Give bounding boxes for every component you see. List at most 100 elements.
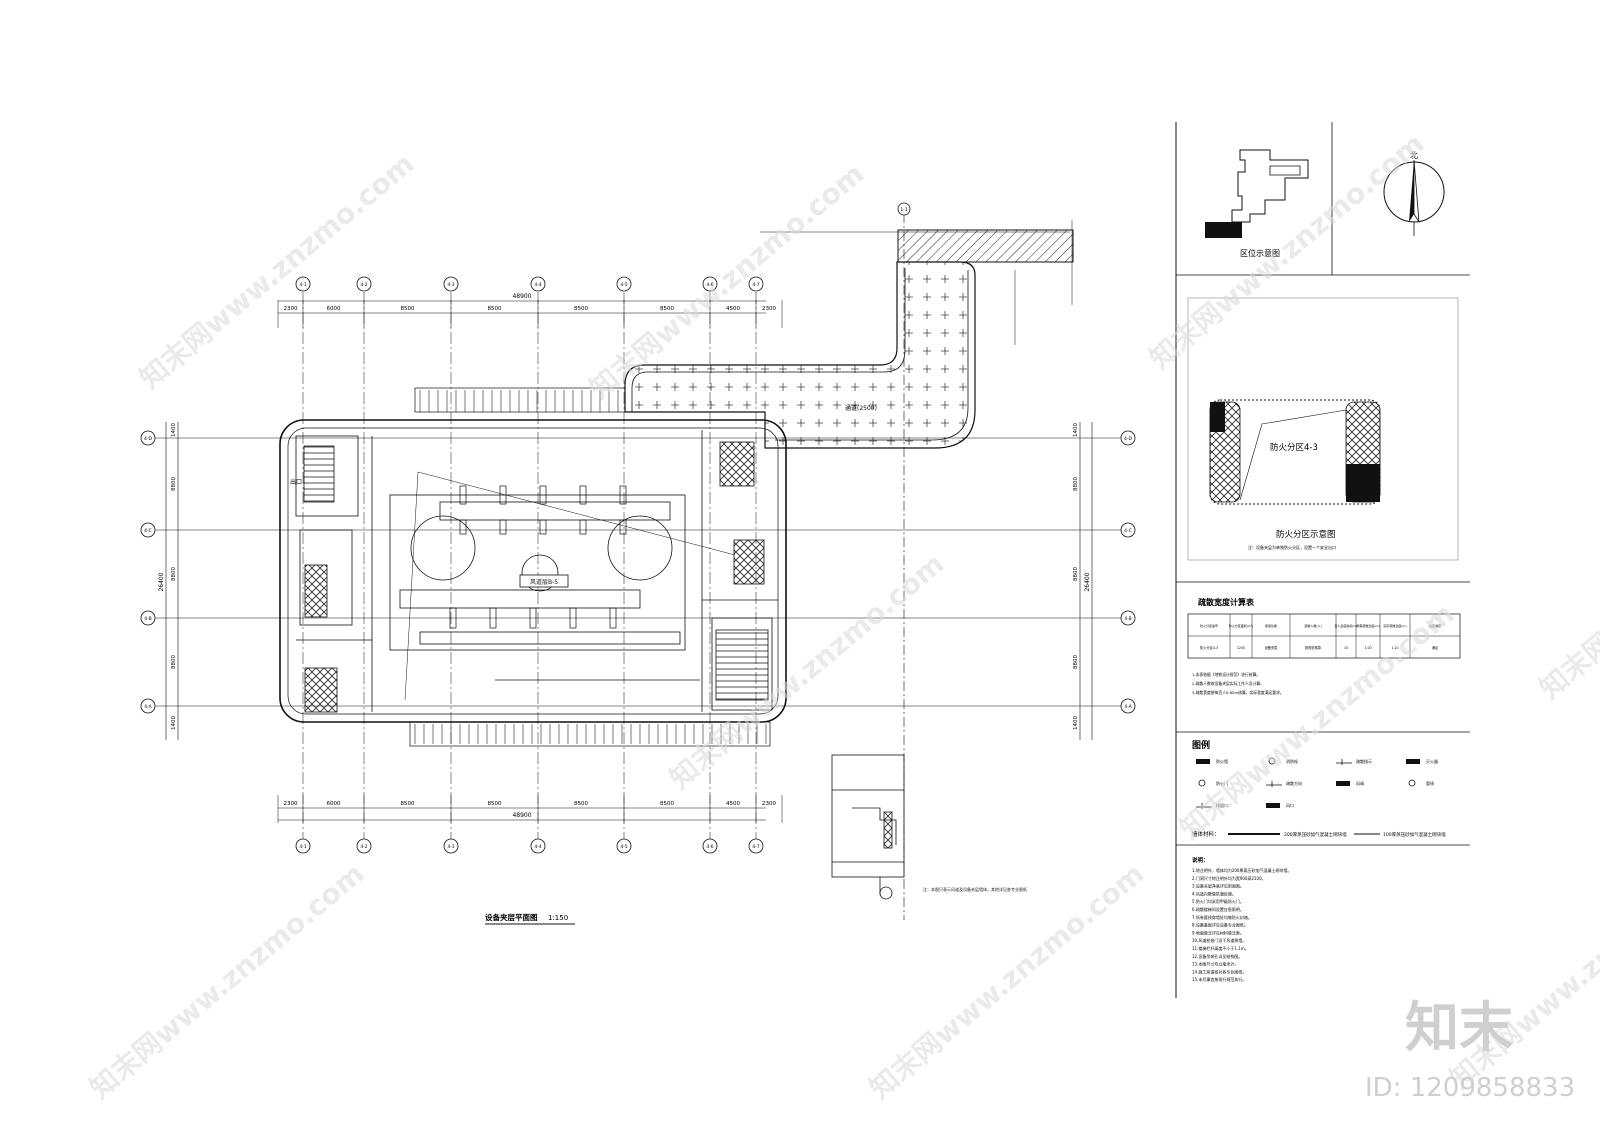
grid-bubble-label: 4-6: [706, 282, 713, 288]
evac-header-cell: 百人宽度指标(m): [1334, 623, 1357, 628]
watermark-id: ID: 1209858833: [1365, 1073, 1575, 1103]
watermark-site: 知末网www.znzmo.com: [863, 857, 1150, 1105]
dimension-text: 2300: [284, 306, 298, 312]
grid-bubble-label: 4-5: [620, 282, 627, 288]
dimension-text: 2300: [762, 801, 776, 807]
legend-symbol: [1408, 779, 1416, 787]
right-equipment-rooms: [701, 430, 778, 712]
note-line: 8.设备基础详见设备专业图纸。: [1192, 922, 1248, 928]
grid-bubble: [140, 522, 156, 538]
legend-symbol: [1336, 759, 1352, 765]
evac-header-cell: 疏散人数(人): [1304, 623, 1321, 628]
grid-bubble-label: 4-3: [447, 282, 454, 288]
dimension-text: 8500: [488, 306, 502, 312]
section-marker: 1-1: [760, 202, 1073, 920]
evac-value-cell: 1250: [1237, 646, 1245, 650]
plan-title: 设备夹层平面图: [485, 912, 538, 922]
wall-item-1: 200厚蒸压砂加气混凝土砌块墙: [1284, 831, 1347, 838]
duct-branch: [499, 519, 507, 535]
legend-symbol: [1336, 781, 1350, 786]
legend-symbol: [1198, 779, 1206, 787]
grid-bubble: [140, 610, 156, 626]
grid-bubble: [443, 838, 459, 854]
grid-bubble-label: 4-1: [299, 844, 306, 850]
bottom-total-dimension: 48900: [512, 812, 531, 819]
dimension-text: 1400: [171, 716, 177, 730]
evac-note-line: 3.疏散宽度按每百人0.65m核算，实际宽度满足要求。: [1192, 690, 1284, 695]
grid-bubble: [1120, 522, 1136, 538]
evac-notes: 1.本表依据《地铁设计规范》进行核算。 2.疏散人数按设备夹层实际工作人员计算。 3…: [1192, 672, 1284, 695]
grid-bubble: [530, 838, 546, 854]
note-line: 13.本图尺寸均以毫米计。: [1192, 961, 1238, 967]
grid-bubble-label: 4-A: [1124, 704, 1132, 710]
right-total-dimension: 26400: [1084, 572, 1091, 591]
note-line: 3.设备夹层净高详见剖面图。: [1192, 883, 1244, 889]
evac-value-cell: 10: [1344, 646, 1348, 650]
grid-bubble: [616, 276, 632, 292]
fire-zone-label: 防火分区4-3: [1270, 442, 1318, 453]
general-notes: 说明： 1.除注明外，墙体均为200厚蒸压砂加气混凝土砌块墙。2.门洞尺寸除注明…: [1192, 856, 1291, 982]
grid-bubble-label: 4-D: [144, 436, 152, 442]
notes-list: 1.除注明外，墙体均为200厚蒸压砂加气混凝土砌块墙。2.门洞尺寸除注明外均为宽…: [1192, 867, 1291, 982]
dimension-text: 8500: [660, 306, 674, 312]
grid-bubble-label: 4-D: [1124, 436, 1132, 442]
evac-header-cell: 防火分区编号: [1200, 623, 1218, 628]
watermark-site: 知末网www.znzmo.com: [1173, 597, 1460, 845]
grid-bubble: [616, 838, 632, 854]
grid-bubble: [748, 276, 764, 292]
evac-value-cell: 满足: [1432, 645, 1439, 650]
dimension-text: 8800: [1073, 477, 1079, 491]
dimension-text: 8500: [401, 801, 415, 807]
evac-note-line: 2.疏散人数按设备夹层实际工作人员计算。: [1192, 681, 1264, 686]
dimension-text: 1400: [1073, 716, 1079, 730]
grid-bubble: [356, 838, 372, 854]
grid-bubble: [1120, 430, 1136, 446]
grid-bubble-label: 4-B: [144, 616, 151, 622]
dimension-text: 4500: [726, 801, 740, 807]
grid-bubble: [702, 838, 718, 854]
dimension-text: 8800: [171, 655, 177, 669]
wall-item-2: 100厚蒸压砂加气混凝土砌块墙: [1383, 831, 1446, 838]
grid-bubble: [748, 838, 764, 854]
top-dimension-chain: [278, 300, 766, 314]
duct-branch: [619, 519, 627, 535]
dimension-text: 6000: [327, 306, 341, 312]
duct-branches: [449, 485, 627, 629]
grid-bubble-label: 4-4: [534, 282, 541, 288]
info-panel: 区位示意图 北 防火分区4-3 防火分区示意图 注：设备夹层为单独防火分区，设置…: [1175, 122, 1470, 998]
ventilation-passage: 通道(2500): [624, 229, 1074, 449]
grid-bubble-label: 4-5: [620, 844, 627, 850]
evac-note-line: 1.本表依据《地铁设计规范》进行核算。: [1192, 672, 1260, 677]
note-line: 11.楼梯栏杆高度不小于1.1m。: [1192, 945, 1249, 951]
evacuation-table: 疏散宽度计算表 防火分区编号防火分区面积(m²)使用功能疏散人数(人)百人宽度指…: [1187, 597, 1461, 695]
grid-bubble: [140, 430, 156, 446]
legend-symbol: [1266, 781, 1282, 787]
legend-symbol: [1196, 759, 1210, 764]
dimension-text: 6000: [327, 801, 341, 807]
note-line: 4.风道内壁做防潮处理。: [1192, 890, 1236, 896]
dimension-text: 8800: [171, 567, 177, 581]
note-line: 12.设备吊装孔详见结构图。: [1192, 953, 1242, 959]
evac-value-cell: 防火分区4-3: [1200, 645, 1218, 650]
evac-value-cell: 按规范核算: [1305, 645, 1322, 650]
evac-title: 疏散宽度计算表: [1198, 597, 1255, 607]
grid-bubble: [530, 276, 546, 292]
legend-item-label: 排烟口: [1216, 802, 1228, 808]
north-label: 北: [1410, 151, 1418, 160]
grid-bubble-label: 4-6: [706, 844, 713, 850]
watermark-site: 知末网www.znzmo.com: [1533, 457, 1600, 705]
grid-bubble: [356, 276, 372, 292]
fire-zone-note: 注：设备夹层为单独防火分区，设置一个安全出口: [1248, 544, 1336, 550]
passage-label: 通道(2500): [845, 404, 877, 412]
legend-symbol: [1268, 757, 1276, 765]
grid-bubble-label: 4-2: [360, 844, 367, 850]
legend-item-label: 灭火器: [1426, 759, 1438, 764]
fire-zone-diagram: 防火分区4-3 防火分区示意图 注：设备夹层为单独防火分区，设置一个安全出口: [1187, 297, 1459, 561]
note-line: 15.未尽事宜按现行规范执行。: [1192, 976, 1246, 982]
dimension-text: 8500: [660, 801, 674, 807]
watermark-site: 知末网www.znzmo.com: [83, 857, 370, 1105]
